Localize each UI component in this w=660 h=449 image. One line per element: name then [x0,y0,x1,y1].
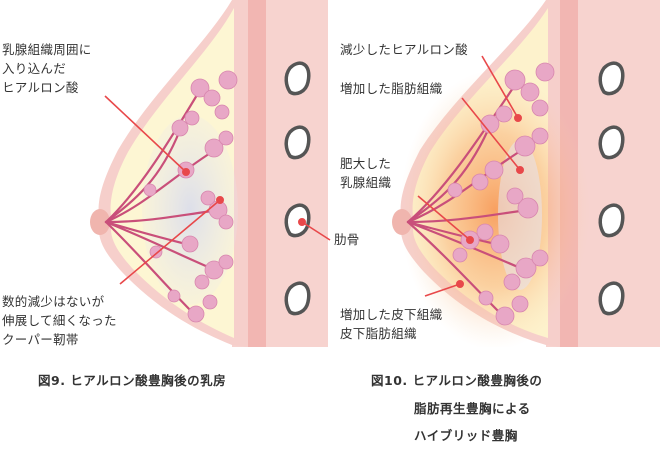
label-hypertrophied-gland: 肥大した 乳腺組織 [340,156,392,190]
caption-figure-10-line3: ハイブリッド豊胸 [414,428,518,443]
label-reduced-hyaluronic-acid: 減少したヒアルロン酸 [340,42,468,57]
chest-wall-stripe [248,0,266,347]
nipple [392,209,412,235]
label-increased-fat: 増加した脂肪組織 [340,81,443,96]
rib-icon [598,281,625,316]
rib-icon [598,61,625,96]
milk-ducts [104,88,222,317]
label-subcutaneous-tissue: 増加した皮下組織 皮下脂肪組織 [340,307,443,341]
ribs-right [598,61,625,316]
nipple [90,209,110,235]
rib-icon [284,203,311,238]
leader-lines [104,55,524,297]
rib-icon [284,61,311,96]
left-breast-illustration [0,0,328,347]
rib-icon [598,125,625,160]
rib-icon [598,203,625,238]
label-rib: 肋骨 [334,232,360,247]
hyaluronic-acid-region [142,115,238,305]
caption-figure-9: 図9. ヒアルロン酸豊胸後の乳房 [38,373,227,388]
caption-figure-10-line1: 図10. ヒアルロン酸豊胸後の [371,373,543,388]
label-cooper-ligament: 数的減少はないが 伸展して細くなった クーパー靭帯 [2,294,117,347]
rib-icon [284,125,311,160]
caption-figure-10-line2: 脂肪再生豊胸による [414,401,531,416]
right-breast-illustration [330,0,660,347]
ribs-left [284,61,311,316]
reduced-hyaluronic-acid [498,140,542,290]
label-hyaluronic-acid: 乳腺組織周囲に 入り込んだ ヒアルロン酸 [2,42,92,95]
rib-icon [284,281,311,316]
